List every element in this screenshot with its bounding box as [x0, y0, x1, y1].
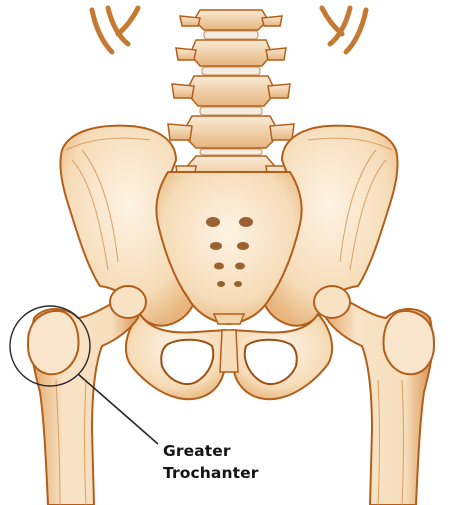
pubic-symphysis: [220, 330, 238, 372]
label-line-2: Trochanter: [163, 462, 303, 484]
greater-trochanter-label: Greater Trochanter: [163, 440, 303, 484]
right-femoral-head: [314, 286, 350, 318]
left-greater-trochanter: [28, 311, 78, 374]
label-line-1: Greater: [163, 440, 303, 462]
left-femoral-head: [110, 286, 146, 318]
right-greater-trochanter: [384, 311, 434, 374]
coccyx: [214, 314, 244, 324]
